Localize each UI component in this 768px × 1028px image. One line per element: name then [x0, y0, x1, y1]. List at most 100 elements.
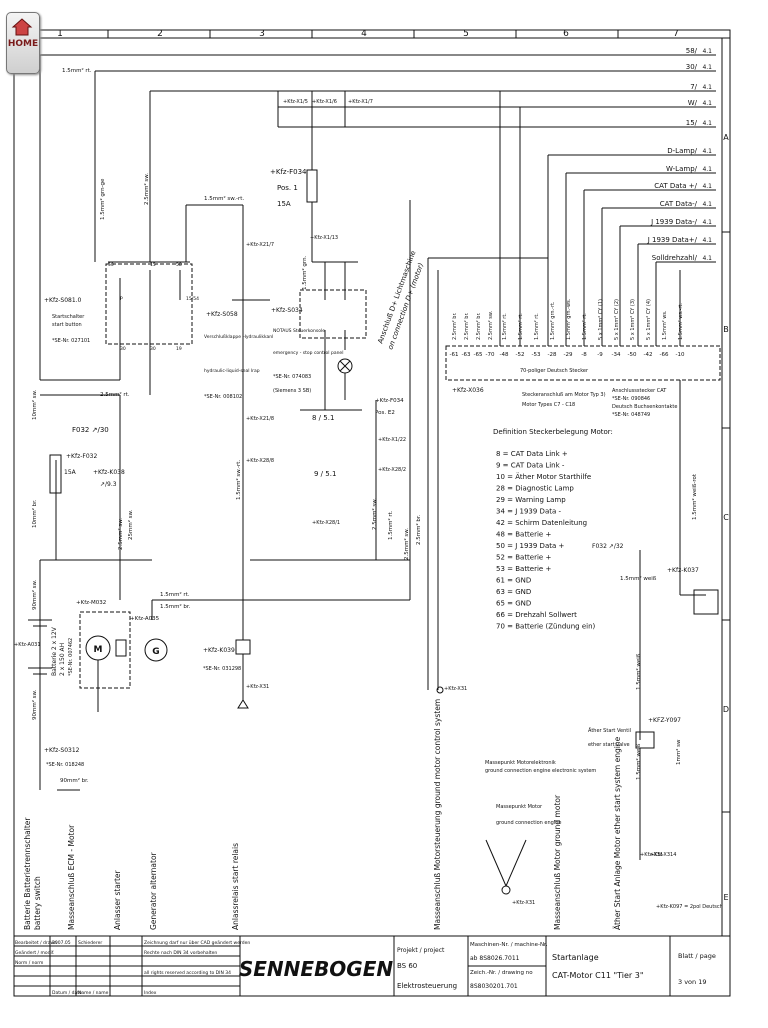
plug-wire-label: 1.5mm² rt. [534, 313, 540, 340]
column-marker: 1 [57, 29, 63, 39]
plug-pin: -66 [660, 352, 669, 358]
ether-valve-name: Äther Start Ventil [588, 727, 631, 734]
wire-label: 1.5mm² rt. [62, 67, 92, 74]
terminal-label: +Kfz-X31 [444, 686, 467, 692]
pin-assignment-entry: 50 = J 1939 Data + [496, 542, 564, 550]
switch-contact: 15 [150, 262, 156, 268]
column-marker: 7 [673, 29, 679, 39]
hydraulic-lock-se: *SE-Nr. 008102 [204, 394, 242, 400]
switch-contact: 30 [150, 346, 156, 352]
column-marker: 6 [563, 29, 569, 39]
bottom-description: Masseanschluß Motorsteuerung ground moto… [433, 699, 442, 930]
plug-wire-label: 1.5mm² rt. [518, 313, 524, 340]
fuse-main-tag: +Kfz-F034 [270, 168, 307, 176]
plug-pin: -63 [462, 352, 471, 358]
terminal-label: +Kfz-X28/1 [312, 520, 340, 526]
rail-label: 30/ [686, 63, 698, 71]
terminal-label: +Kfz-X31 [512, 900, 535, 906]
hydraulic-lock-name-en: hydraulic-liquid-seal lrap [204, 368, 260, 374]
rail-ref: 4.1 [702, 100, 712, 107]
column-marker: 5 [463, 29, 469, 39]
home-label: HOME [7, 39, 39, 49]
rail-label: W/ [688, 99, 698, 107]
pin-assignment-entry: 42 = Schirm Datenleitung [496, 519, 587, 527]
starter-symbol: M [94, 645, 103, 655]
wire-label: 1.5mm² sw.-rt. [204, 195, 244, 202]
wire-label: 2.5mm² rt. [100, 391, 130, 398]
column-marker: 4 [361, 29, 367, 39]
start-switch-name-en: start button [52, 322, 82, 328]
title-notice: Zeichnung darf nur über CAD geändert wer… [144, 940, 250, 946]
rail-label: 58/ [686, 47, 698, 55]
pin-assignment-entry: 61 = GND [496, 577, 531, 585]
title-row-key: Bearbeitet / drawn [15, 940, 57, 946]
signal-ref: 4.1 [702, 255, 712, 262]
signal-label: CAT Data-/ [660, 200, 698, 208]
plug-wire-label: 1.5mm² rt. [502, 313, 508, 340]
relay-k038-ref: ↗/9.3 [100, 481, 117, 488]
plug-pin: -61 [450, 352, 459, 358]
plug-wire-label: 5 x 1mm² CY (1) [598, 299, 604, 340]
plug-pin: -53 [532, 352, 541, 358]
start-switch-tag: +Kfz-S081.0 [44, 297, 82, 304]
home-button[interactable]: HOME [6, 12, 40, 74]
switch-contact: 19 [176, 346, 182, 352]
plug-connector: Steckeranschluß am Motor Typ 3) [522, 392, 606, 398]
signal-ref: 4.1 [702, 219, 712, 226]
plug-pin: -52 [516, 352, 525, 358]
terminal-label: +Kfz-X1/22 [378, 437, 406, 443]
bottom-description: Batterie Batterietrennschalter [23, 817, 32, 930]
plug-wire-label: 1.5mm² ws.-rt. [678, 303, 684, 340]
pin-assignment-entry: 53 = Batterie + [496, 565, 551, 573]
battery-switch-tag: +Kfz-S0312 [44, 747, 80, 754]
hydraulic-lock-name: Verschlußklappe Hydraulikkanl [204, 334, 273, 340]
plug-connector-en: Motor Types C7 - C18 [522, 402, 575, 408]
column-marker: 2 [157, 29, 163, 39]
signal-ref: 4.1 [702, 183, 712, 190]
plug-wire-label: 1.5mm² rt. [582, 313, 588, 340]
rail-label: 7/ [690, 83, 697, 91]
fuse-main-pos: Pos. 1 [277, 184, 298, 192]
pin-assignment-entry: 48 = Batterie + [496, 531, 551, 539]
wire-label: 2.5mm² sw. [117, 518, 124, 550]
rail-ref: 4.1 [702, 64, 712, 71]
wire-label: 2.5mm² br. [415, 514, 422, 545]
f032-ref: F032 ↗/32 [592, 543, 624, 550]
terminal-label: +Kfz-X21/8 [246, 416, 274, 422]
row-marker: A [723, 133, 729, 142]
terminal-label: +Kfz-X31 [246, 684, 269, 690]
switch-contact: 30 [120, 346, 126, 352]
rail-ref: 4.1 [702, 48, 712, 55]
terminal-label: +Kfz-X1/13 [310, 235, 338, 241]
plug-tag: +Kfz-X036 [452, 387, 484, 394]
plug-cat-se: *SE-Nr. 090846 [612, 396, 650, 402]
wire-label: 1.5mm² br. [160, 603, 191, 610]
bottom-description: battery switch [33, 876, 42, 930]
terminal-label: +Kfz-X31 [640, 852, 663, 858]
wire-label: 1.5mm² sw.-rt. [235, 460, 242, 500]
plug-wire-label: 1.5mm² grn.-ws. [566, 298, 572, 340]
bottom-description: Generator alternator [149, 851, 158, 930]
plug-pin: -28 [548, 352, 557, 358]
column-marker: 3 [259, 29, 265, 39]
wire-label: 1.5mm² weiß [635, 743, 642, 780]
title-notice2: Rechte nach DIN 34 vorbehalten [144, 950, 217, 956]
home-icon [11, 18, 33, 36]
title-col-name: Name / name [78, 990, 109, 996]
terminal-label: +Kfz-X21/7 [246, 242, 274, 248]
page-value: 3 von 19 [678, 978, 706, 986]
drawing-label: Zeich.-Nr. / drawing no [470, 970, 533, 976]
title-row-key: Norm / norm [15, 960, 43, 966]
hydraulic-lock-tag: +Kfz-S058 [206, 311, 238, 318]
relay-k039-se: *SE-Nr. 031298 [203, 666, 241, 672]
wire-label: 1.5mm² grn. [301, 255, 308, 290]
row-marker: B [723, 325, 729, 334]
signal-ref: 4.1 [702, 237, 712, 244]
plug-wire-label: 2.5mm² sw. [488, 310, 494, 340]
project-label: Projekt / project [397, 947, 445, 954]
signal-label: D-Lamp/ [667, 147, 697, 155]
plug-wire-label: 5 x 1mm² CY (4) [646, 299, 652, 340]
signal-label: J 1939 Data+/ [647, 236, 698, 244]
deutsch-note: +Kfz-K097 = 2pol Deutsch [656, 904, 723, 910]
logo: SENNEBOGEN [239, 957, 394, 981]
